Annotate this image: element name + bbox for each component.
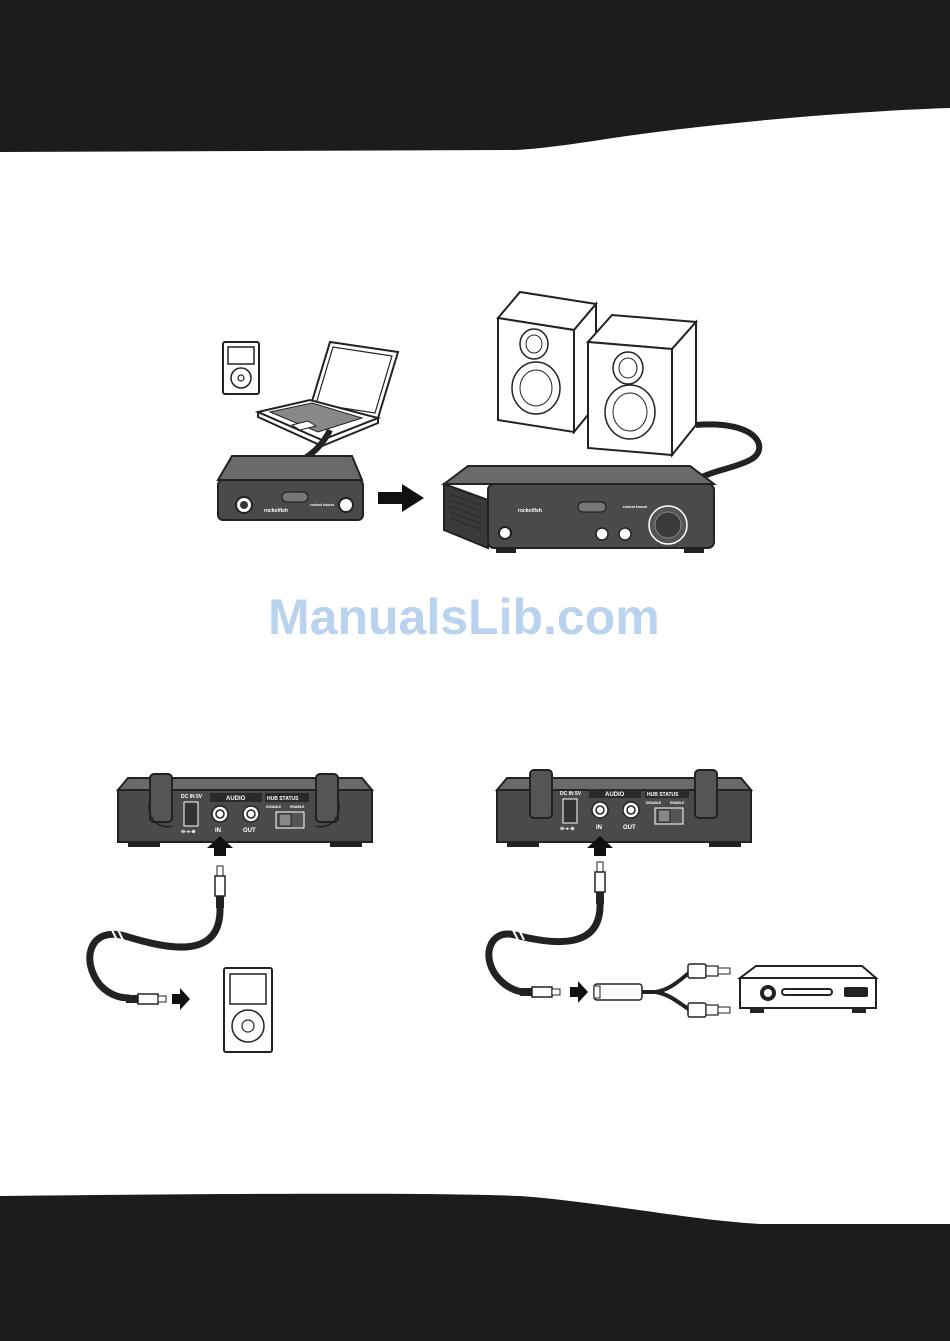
wireless-receiver: rocketfish rocket boost — [444, 466, 714, 553]
watermark: ManualsLib.com — [268, 588, 698, 646]
audio-cable-right — [489, 902, 600, 992]
arrow-right-icon — [378, 484, 424, 512]
svg-text:⊖-●-⊕: ⊖-●-⊕ — [560, 826, 575, 832]
wireless-setup-illustration: rocketfish rocket boost — [0, 0, 950, 600]
dc-in-label: DC IN 5V — [560, 791, 582, 797]
footer-band — [0, 1180, 950, 1341]
enable-label: ENABLE — [670, 801, 685, 805]
arrow-right-icon — [570, 981, 588, 1003]
audio-label: AUDIO — [605, 792, 625, 798]
rca-connection-illustration: DC IN 5V ⊖-●-⊕ AUDIO IN OUT HUB STATUS D… — [0, 760, 950, 1080]
hub-badge: rocket boost — [310, 502, 335, 507]
hub-brand: rocketfish — [264, 508, 288, 514]
receiver-brand: rocketfish — [518, 508, 542, 514]
dvd-player-icon — [740, 966, 876, 1013]
receiver-badge: rocket boost — [623, 504, 648, 509]
speaker-cable — [696, 424, 759, 478]
hub-status-label: HUB STATUS — [647, 792, 679, 798]
rca-adapter — [594, 964, 730, 1017]
hub-rear-panel-right: DC IN 5V ⊖-●-⊕ AUDIO IN OUT HUB STATUS D… — [497, 770, 751, 847]
out-label: OUT — [623, 825, 636, 831]
disable-label: DISABLE — [646, 801, 662, 805]
audio-plug-top — [595, 862, 605, 904]
audio-plug-bottom — [520, 987, 560, 997]
left-speaker — [498, 292, 596, 432]
media-player-icon — [223, 342, 259, 394]
right-speaker — [588, 315, 696, 455]
wireless-hub: rocketfish rocket boost — [218, 456, 363, 520]
in-label: IN — [596, 825, 602, 831]
